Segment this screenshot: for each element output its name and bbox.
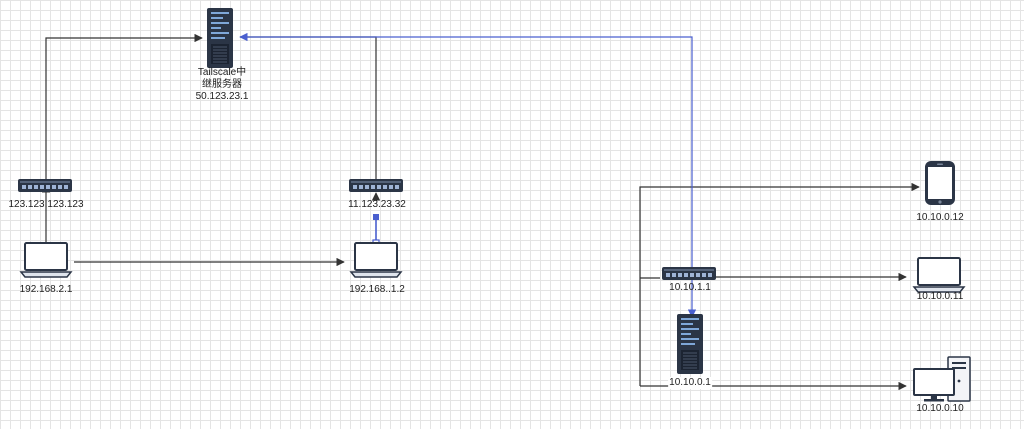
laptop-icon (20, 242, 72, 278)
server-icon (206, 7, 234, 69)
phone-label: 10.10.0.12 (916, 212, 964, 223)
laptop-right-label: 10.10.0.11 (916, 291, 964, 302)
smartphone-icon (925, 161, 955, 205)
relay-server-label-line-1: Tailscale中 (197, 67, 247, 78)
link-router-mid-to-relay-server (240, 36, 377, 180)
router-mid-label: 11.123.23.32 (348, 199, 406, 210)
laptop-icon (913, 257, 965, 293)
connection-point-handle (373, 214, 379, 220)
server-icon (676, 313, 704, 375)
router-icon (662, 267, 716, 280)
laptop-mid-label: 192.168..1.2 (349, 284, 405, 295)
router-left-label: 123.123.123.123 (8, 199, 84, 210)
link-router-left-to-relay-server (45, 33, 203, 180)
router-icon (18, 179, 72, 192)
router-icon (349, 179, 403, 192)
relay-server-label-line-3: 50.123.23.1 (195, 91, 249, 102)
router-right-label: 10.10.1.1 (669, 282, 711, 293)
relay-server-label-line-2: 继服务器 (201, 79, 242, 90)
desktop-label: 10.10.0.10 (916, 403, 964, 414)
server-right-label: 10.10.0.1 (668, 377, 712, 389)
desktop-pc-icon (913, 356, 971, 403)
laptop-left-label: 192.168.2.1 (19, 284, 73, 295)
relay-server-label: Tailscale中 继服务器 50.123.23.1 (196, 67, 249, 103)
laptop-icon (350, 242, 402, 278)
tailscale-link (239, 32, 697, 318)
